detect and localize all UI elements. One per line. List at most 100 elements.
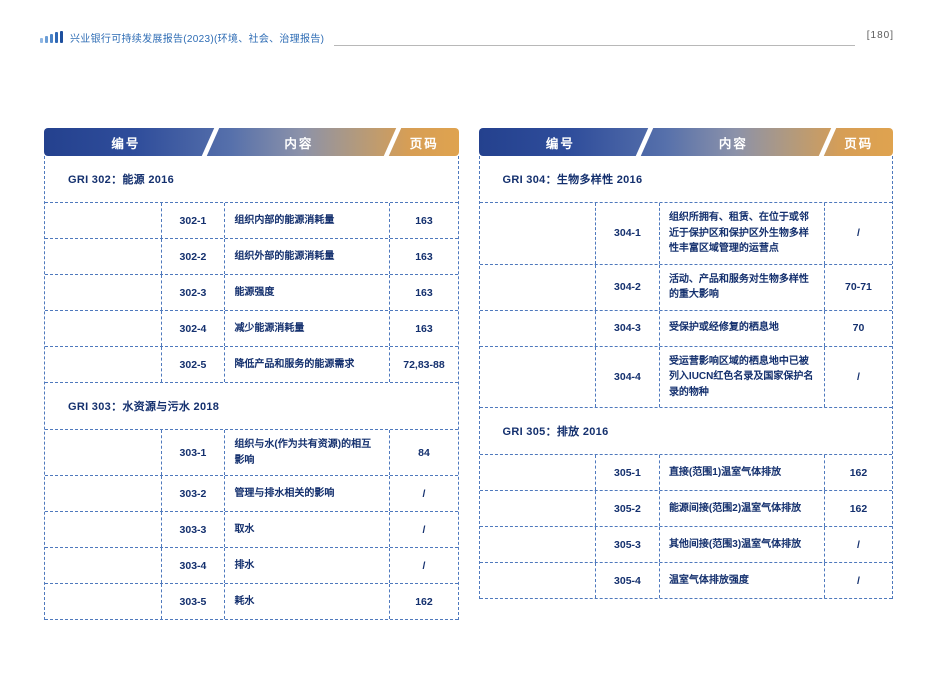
- row-spacer-cell: [480, 265, 596, 310]
- row-page: 84: [389, 430, 457, 475]
- row-spacer-cell: [480, 311, 596, 346]
- row-content: 能源间接(范围2)温室气体排放: [658, 491, 824, 526]
- row-content: 取水: [224, 512, 389, 547]
- row-page: /: [823, 563, 892, 598]
- table-row: 305-3 其他间接(范围3)温室气体排放 /: [479, 527, 892, 563]
- row-code: 302-4: [160, 311, 225, 346]
- row-code: 304-4: [595, 346, 659, 407]
- gri-section-title: GRI 304：生物多样性 2016: [502, 174, 643, 186]
- table-row: 304-3 受保护或经修复的栖息地 70: [479, 310, 892, 347]
- row-spacer-cell: [45, 512, 161, 547]
- row-spacer-cell: [45, 203, 161, 238]
- table-body: GRI 304：生物多样性 2016 304-1 组织所拥有、租赁、在位于或邻近…: [478, 156, 893, 599]
- row-spacer-cell: [480, 527, 596, 562]
- row-page: 70-71: [823, 264, 892, 310]
- row-content: 受保护或经修复的栖息地: [658, 310, 824, 346]
- table-row: 302-5 降低产品和服务的能源需求 72,83-88: [45, 347, 458, 383]
- gri-section-title: GRI 305：排放 2016: [502, 426, 609, 438]
- report-logo-icon: [40, 31, 63, 43]
- row-code: 303-1: [160, 430, 225, 475]
- table-row: 302-3 能源强度 163: [45, 275, 458, 311]
- row-spacer-cell: [45, 584, 161, 619]
- row-code: 305-1: [595, 455, 659, 490]
- row-spacer-cell: [480, 491, 596, 526]
- row-code: 302-3: [160, 275, 225, 310]
- row-spacer-cell: [480, 347, 596, 408]
- row-code: 305-4: [595, 563, 659, 598]
- table-row: 303-3 取水 /: [45, 512, 458, 548]
- row-page: 163: [389, 203, 457, 238]
- row-content: 组织与水(作为共有资源)的相互影响: [224, 430, 389, 475]
- row-code: 303-2: [160, 476, 225, 511]
- row-page: 162: [823, 455, 892, 490]
- row-spacer-cell: [45, 275, 161, 310]
- table-body: GRI 302：能源 2016 302-1 组织内部的能源消耗量 163 302…: [44, 156, 459, 620]
- table-row: 303-4 排水 /: [45, 548, 458, 584]
- row-spacer-cell: [480, 563, 596, 598]
- row-code: 303-3: [160, 512, 225, 547]
- row-page: 162: [389, 584, 457, 619]
- row-code: 302-5: [160, 347, 225, 382]
- row-content: 排水: [224, 548, 389, 583]
- gri-section-rows: 304-1 组织所拥有、租赁、在位于或邻近于保护区和保护区外生物多样性丰富区域管…: [479, 202, 892, 408]
- row-code: 305-3: [595, 527, 659, 562]
- row-content: 管理与排水相关的影响: [224, 476, 389, 511]
- gri-section-rows: 305-1 直接(范围1)温室气体排放 162 305-2 能源间接(范围2)温…: [479, 454, 892, 599]
- table-row: 302-1 组织内部的能源消耗量 163: [45, 203, 458, 239]
- row-page: 70: [823, 310, 892, 346]
- row-page: 163: [389, 311, 457, 346]
- table-row: 305-2 能源间接(范围2)温室气体排放 162: [479, 491, 892, 527]
- column-header-code: 编号: [111, 136, 141, 151]
- row-content: 直接(范围1)温室气体排放: [658, 455, 824, 490]
- column-header-page: 页码: [844, 136, 874, 151]
- row-page: /: [823, 527, 892, 562]
- row-content: 减少能源消耗量: [224, 311, 389, 346]
- gri-table-left: 编号 内容 页码 GRI 302：能源 2016 302-1 组织内部的能源消耗…: [44, 128, 459, 620]
- row-content: 耗水: [224, 584, 389, 619]
- table-header: 编号 内容 页码: [478, 128, 893, 156]
- column-header-content: 内容: [718, 136, 748, 151]
- table-row: 305-4 温室气体排放强度 /: [479, 563, 892, 599]
- gri-section-title: GRI 302：能源 2016: [68, 174, 174, 186]
- row-content: 其他间接(范围3)温室气体排放: [658, 527, 824, 562]
- table-header: 编号 内容 页码: [44, 128, 459, 156]
- gri-section-rows: 302-1 组织内部的能源消耗量 163 302-2 组织外部的能源消耗量 16…: [45, 202, 458, 383]
- row-code: 304-1: [595, 203, 659, 264]
- row-page: /: [389, 476, 457, 511]
- gri-section-title: GRI 303：水资源与污水 2018: [68, 401, 220, 413]
- row-spacer-cell: [45, 476, 161, 511]
- table-row: 304-2 活动、产品和服务对生物多样性的重大影响 70-71: [479, 264, 892, 311]
- table-row: 304-1 组织所拥有、租赁、在位于或邻近于保护区和保护区外生物多样性丰富区域管…: [479, 203, 892, 265]
- page-number: [180]: [866, 30, 894, 41]
- row-page: /: [823, 346, 892, 407]
- row-page: 162: [823, 491, 892, 526]
- row-spacer-cell: [45, 430, 161, 475]
- table-row: 303-5 耗水 162: [45, 584, 458, 620]
- column-header-content: 内容: [284, 136, 314, 151]
- row-spacer-cell: [45, 311, 161, 346]
- row-page: 163: [389, 275, 457, 310]
- row-spacer-cell: [45, 548, 161, 583]
- column-header-page: 页码: [409, 136, 439, 151]
- gri-table-right: 编号 内容 页码 GRI 304：生物多样性 2016 304-1 组织所拥有、…: [478, 128, 893, 620]
- row-page: /: [823, 203, 892, 264]
- table-row: 303-1 组织与水(作为共有资源)的相互影响 84: [45, 430, 458, 476]
- table-row: 302-4 减少能源消耗量 163: [45, 311, 458, 347]
- row-content: 组织所拥有、租赁、在位于或邻近于保护区和保护区外生物多样性丰富区域管理的运营点: [658, 203, 824, 264]
- row-code: 304-3: [595, 310, 659, 346]
- table-row: 302-2 组织外部的能源消耗量 163: [45, 239, 458, 275]
- row-page: 72,83-88: [389, 347, 457, 382]
- row-page: /: [389, 512, 457, 547]
- row-spacer-cell: [480, 455, 596, 490]
- report-title: 兴业银行可持续发展报告(2023)(环境、社会、治理报告): [70, 34, 325, 45]
- table-row: 305-1 直接(范围1)温室气体排放 162: [479, 455, 892, 491]
- table-row: 304-4 受运营影响区域的栖息地中已被列入IUCN红色名录及国家保护名录的物种…: [479, 346, 892, 408]
- row-code: 303-4: [160, 548, 225, 583]
- gri-index-tables: 编号 内容 页码 GRI 302：能源 2016 302-1 组织内部的能源消耗…: [44, 128, 893, 620]
- row-spacer-cell: [480, 203, 596, 264]
- row-code: 303-5: [160, 584, 225, 619]
- table-row: 303-2 管理与排水相关的影响 /: [45, 476, 458, 512]
- row-content: 降低产品和服务的能源需求: [224, 347, 389, 382]
- page-header: 兴业银行可持续发展报告(2023)(环境、社会、治理报告) [180]: [40, 30, 894, 46]
- row-content: 能源强度: [224, 275, 389, 310]
